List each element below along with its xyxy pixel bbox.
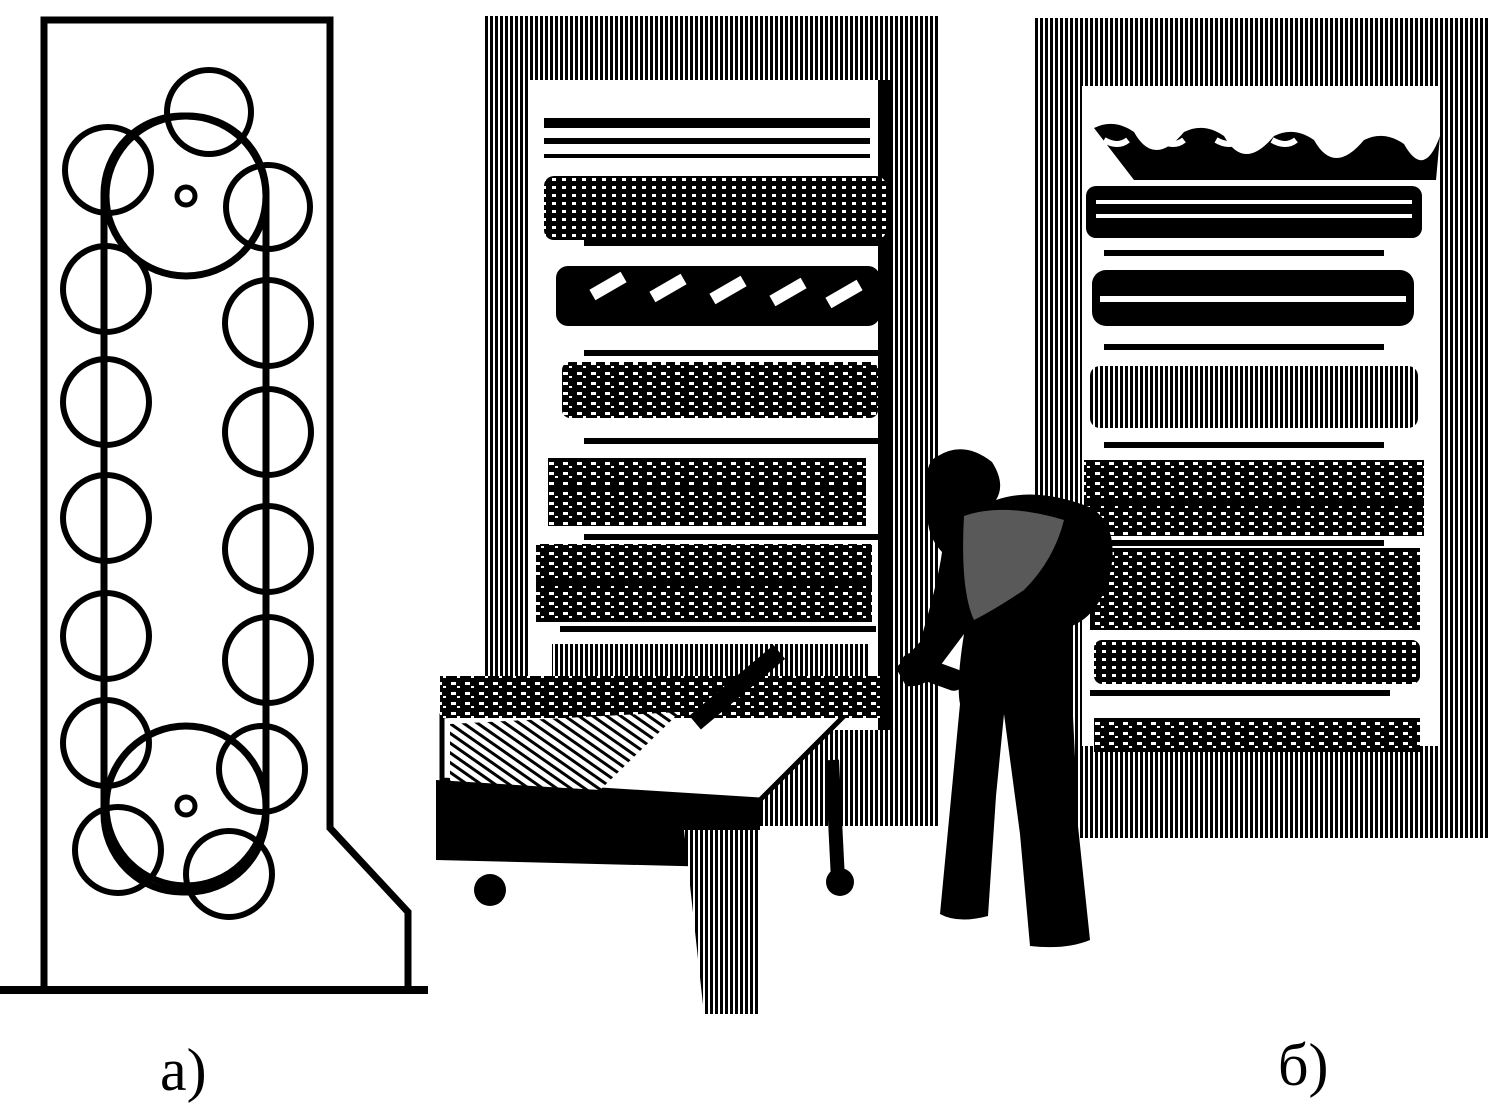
right-shelf-3	[1090, 344, 1418, 428]
trolley-wheel-left	[474, 874, 506, 906]
cradle	[222, 386, 314, 478]
worker-arm	[900, 653, 965, 691]
cradle	[222, 614, 314, 706]
left-shelf-2	[556, 266, 884, 356]
cradle	[164, 67, 254, 157]
bottom-sprocket-hub	[174, 794, 198, 818]
cradle	[183, 828, 275, 920]
trolley-leg-right	[825, 759, 845, 881]
worker-shirt-highlight	[963, 509, 1064, 620]
right-shelf-2	[1092, 250, 1414, 326]
cradle	[222, 503, 314, 595]
right-shelf-4	[1084, 442, 1424, 536]
cradle	[222, 277, 314, 369]
right-shelf-5	[1090, 540, 1420, 684]
worker	[896, 449, 1113, 948]
left-shelf-4	[548, 458, 884, 540]
left-shelf-1	[544, 118, 886, 246]
worker-figure	[896, 449, 1113, 948]
cradle	[60, 356, 152, 448]
right-shelf-1	[1086, 123, 1440, 238]
trolley-wheel-right	[826, 868, 854, 896]
cradle	[60, 243, 152, 335]
cradle	[72, 804, 164, 896]
cabinet-right	[1034, 18, 1488, 838]
top-sprocket	[102, 112, 270, 280]
trolley-hatch	[450, 712, 680, 790]
trolley-top-edge	[440, 676, 880, 718]
caption-a: а)	[160, 1037, 207, 1103]
trolley-side-rail	[689, 645, 786, 730]
cradle	[60, 697, 152, 789]
caption-b: б)	[1278, 1032, 1329, 1098]
schematic-frame	[40, 16, 412, 988]
left-shelf-3	[562, 362, 884, 444]
cradle	[60, 472, 152, 564]
cradle	[62, 124, 154, 216]
trolley-table	[436, 645, 880, 1014]
right-shelf-6	[1090, 690, 1420, 752]
cradle	[60, 590, 152, 682]
trolley-leg-left	[684, 830, 760, 1014]
trolley-body	[436, 780, 760, 868]
top-sprocket-hub	[174, 184, 198, 208]
chain-loop	[100, 112, 270, 896]
left-shelf-5	[536, 544, 876, 632]
right-cabinet-plinth	[1074, 760, 1454, 830]
cradle	[223, 162, 313, 252]
cradles	[60, 67, 314, 920]
schematic-a	[0, 16, 428, 994]
cradle	[216, 723, 308, 815]
